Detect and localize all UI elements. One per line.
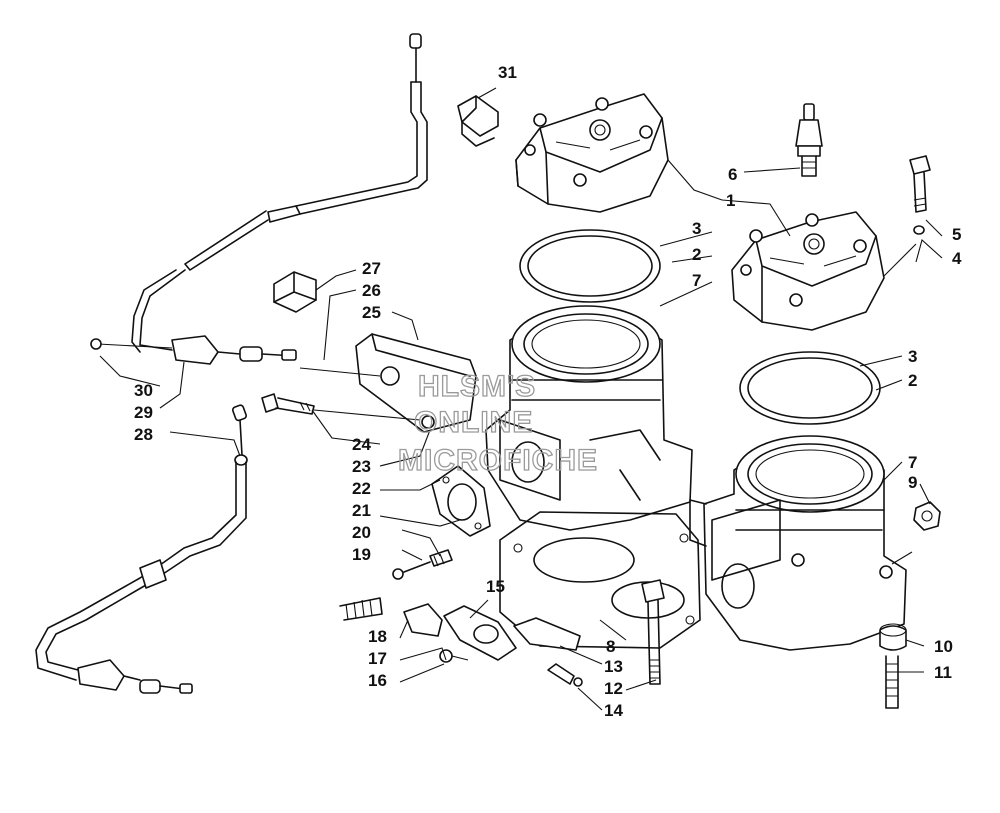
stud-11	[885, 655, 899, 709]
callout-9: 9	[908, 473, 917, 492]
watermark-line-2: ONLINE	[414, 406, 533, 439]
callout-23: 23	[352, 457, 371, 476]
callout-28: 28	[134, 425, 153, 444]
callout-17: 17	[368, 649, 387, 668]
head-bolt-5	[883, 155, 931, 277]
callout-24: 24	[352, 435, 371, 454]
mount-plate-25	[299, 333, 477, 433]
lower-throttle-cable	[35, 404, 248, 694]
spark-plug-6	[795, 103, 823, 177]
bolt-24	[261, 393, 421, 421]
cylinder-left	[485, 305, 693, 531]
watermark-line-3: MICROFICHE	[398, 444, 598, 477]
callout-7a: 7	[692, 271, 701, 290]
callout-8: 8	[606, 637, 615, 656]
callout-2b: 2	[908, 371, 917, 390]
cylinder-head-left	[515, 93, 669, 213]
callout-2a: 2	[692, 245, 701, 264]
nut-9	[913, 501, 941, 531]
callout-21: 21	[352, 501, 371, 520]
watermark: HLSM'S ONLINE MICROFICHE	[397, 369, 598, 477]
callout-22: 22	[352, 479, 371, 498]
leader-lines	[99, 87, 943, 711]
callout-10: 10	[934, 637, 953, 656]
head-gasket-right	[739, 351, 881, 425]
callout-18: 18	[368, 627, 387, 646]
callout-27: 27	[362, 259, 381, 278]
watermark-line-1: HLSM'S	[418, 370, 536, 403]
grommet-27	[273, 271, 317, 313]
head-gasket-left	[519, 229, 661, 303]
cylinder-right	[689, 435, 907, 651]
callout-19: 19	[352, 545, 371, 564]
callout-3a: 3	[692, 219, 701, 238]
screw-assembly-19-21	[392, 549, 453, 580]
clip-bracket-31	[457, 95, 499, 147]
callout-13: 13	[604, 657, 623, 676]
exhaust-gasket-22	[431, 465, 491, 537]
cylinder-head-right	[731, 211, 885, 331]
callouts: 31 1 6 5 4 3 2 7 27 26 25 3 2 30 29 28 2…	[134, 63, 962, 720]
stud-bolt-12	[641, 579, 665, 685]
callout-6: 6	[728, 165, 737, 184]
callout-29: 29	[134, 403, 153, 422]
callout-5: 5	[952, 225, 961, 244]
callout-16: 16	[368, 671, 387, 690]
callout-26: 26	[362, 281, 381, 300]
callout-1: 1	[726, 191, 735, 210]
callout-12: 12	[604, 679, 623, 698]
callout-15: 15	[486, 577, 505, 596]
spacer-10	[879, 623, 907, 651]
upper-throttle-cable	[90, 33, 428, 365]
valve-parts-15-18	[339, 597, 583, 687]
callout-30: 30	[134, 381, 153, 400]
callout-25: 25	[362, 303, 381, 322]
callout-11: 11	[934, 663, 952, 682]
callout-20: 20	[352, 523, 371, 542]
callout-7b: 7	[908, 453, 917, 472]
callout-3b: 3	[908, 347, 917, 366]
callout-14: 14	[604, 701, 623, 720]
callout-4: 4	[952, 249, 962, 268]
callout-31: 31	[498, 63, 517, 82]
